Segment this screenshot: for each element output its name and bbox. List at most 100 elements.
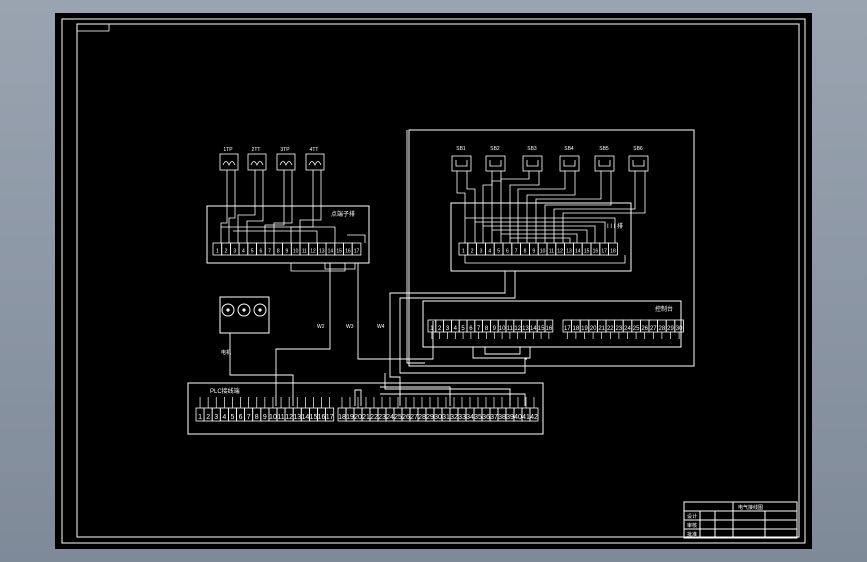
title-block: 电气接线图 设计 审核 批准 bbox=[683, 501, 798, 539]
switch-icon bbox=[559, 155, 580, 172]
terminal-a-number: 15 bbox=[336, 249, 342, 255]
terminal-c-number: 13 bbox=[522, 326, 529, 332]
terminal-b-cell bbox=[608, 242, 618, 256]
switch-icon bbox=[628, 155, 649, 172]
title-block-row-3: 批准 bbox=[687, 531, 697, 538]
terminal-block-d-label: PLC接线端 bbox=[210, 387, 240, 395]
wire bbox=[264, 170, 285, 243]
switch-icon bbox=[485, 155, 506, 172]
terminal-d-number: 37 bbox=[490, 414, 498, 421]
terminal-c-number: 11 bbox=[507, 326, 514, 332]
terminal-d-number: 22 bbox=[370, 414, 378, 421]
motor-label: 电机 bbox=[221, 349, 231, 356]
terminal-d-number: 12 bbox=[285, 414, 293, 421]
outer-border bbox=[61, 18, 806, 544]
terminal-d-number: 21 bbox=[362, 414, 370, 421]
control-panel-box bbox=[408, 129, 695, 367]
switch-contact-icon bbox=[632, 160, 645, 167]
wires-a bbox=[220, 170, 366, 272]
terminal-d-number: 25 bbox=[394, 414, 402, 421]
terminal-block-a-label: 点端子排 bbox=[331, 210, 355, 218]
terminal-a-number: 3 bbox=[233, 249, 236, 255]
lamp-label: 3TP bbox=[280, 147, 290, 153]
wire bbox=[562, 171, 646, 243]
interconnect-wires bbox=[229, 130, 531, 406]
terminal-c-number: 16 bbox=[546, 326, 553, 332]
wire bbox=[517, 171, 566, 243]
terminal-b-number: 13 bbox=[566, 249, 572, 255]
lamp-symbol-icon bbox=[250, 161, 264, 167]
terminal-b-number: 2 bbox=[471, 249, 474, 255]
terminal-a-cell bbox=[351, 242, 362, 256]
title-block-row-1: 设计 bbox=[687, 513, 697, 520]
terminal-a-number: 12 bbox=[310, 249, 316, 255]
terminal-d-number: 5 bbox=[230, 414, 234, 421]
terminal-d-number: 9 bbox=[263, 414, 267, 421]
terminal-d-number: 33 bbox=[458, 414, 466, 421]
wire bbox=[510, 237, 571, 243]
wire bbox=[482, 171, 493, 243]
terminal-d-number: 15 bbox=[310, 414, 318, 421]
terminal-a-number: 9 bbox=[286, 249, 289, 255]
cable-label-w3: W3 bbox=[346, 324, 354, 330]
lamp-symbol-icon bbox=[308, 161, 322, 167]
terminal-b-number: 18 bbox=[610, 249, 616, 255]
wire bbox=[246, 170, 264, 243]
terminal-b-number: 1 bbox=[462, 249, 465, 255]
terminal-block-c-box bbox=[422, 300, 682, 348]
terminal-c-number: 15 bbox=[538, 326, 545, 332]
terminal-d-number: 41 bbox=[522, 414, 530, 421]
terminal-d-number: 8 bbox=[255, 414, 259, 421]
wire bbox=[220, 170, 228, 243]
terminal-d-number: 38 bbox=[498, 414, 506, 421]
wire bbox=[500, 171, 530, 243]
lamp-symbol-icon bbox=[279, 161, 293, 167]
switch-contact-icon bbox=[598, 160, 611, 167]
terminal-d-number: 32 bbox=[450, 414, 458, 421]
wire bbox=[221, 226, 336, 243]
switch-label: SB4 bbox=[564, 146, 574, 152]
terminal-d-number: 28 bbox=[418, 414, 426, 421]
lamp-icon bbox=[305, 153, 325, 171]
terminal-b-number: 3 bbox=[480, 249, 483, 255]
terminal-c-number: 9 bbox=[493, 326, 497, 332]
switch-contact-icon bbox=[455, 160, 468, 167]
terminal-c-number: 20 bbox=[590, 326, 597, 332]
terminal-c-number: 22 bbox=[607, 326, 614, 332]
terminal-b-number: 12 bbox=[557, 249, 563, 255]
terminal-a-number: 7 bbox=[268, 249, 271, 255]
lamp-icon bbox=[219, 153, 239, 171]
terminal-a-number: 6 bbox=[259, 249, 262, 255]
terminal-c-number: 5 bbox=[461, 326, 465, 332]
cable-label-w4: W4 bbox=[377, 324, 385, 330]
wire bbox=[466, 171, 476, 243]
switch-label: SB2 bbox=[490, 146, 500, 152]
terminal-b-number: 4 bbox=[488, 249, 491, 255]
wire bbox=[273, 170, 293, 243]
terminal-d-number: 31 bbox=[442, 414, 450, 421]
terminal-c-number: 12 bbox=[514, 326, 521, 332]
inner-border bbox=[76, 23, 800, 538]
wire bbox=[491, 171, 502, 243]
terminal-a-number: 4 bbox=[242, 249, 245, 255]
switch-label: SB6 bbox=[633, 146, 643, 152]
terminal-b-number: 7 bbox=[515, 249, 518, 255]
terminal-d-number: 29 bbox=[426, 414, 434, 421]
lamp-label: 1TP bbox=[223, 147, 233, 153]
switch-contact-icon bbox=[563, 160, 576, 167]
terminal-d-number: 36 bbox=[482, 414, 490, 421]
terminal-a-number: 13 bbox=[319, 249, 325, 255]
wire bbox=[509, 171, 540, 243]
switch-label: SB1 bbox=[456, 146, 466, 152]
terminal-d-number: 7 bbox=[247, 414, 251, 421]
terminal-d-number: 23 bbox=[378, 414, 386, 421]
terminal-d-number: 19 bbox=[346, 414, 354, 421]
terminal-d-number: 40 bbox=[514, 414, 522, 421]
terminal-c-number: 24 bbox=[624, 326, 631, 332]
wire bbox=[553, 171, 636, 243]
terminal-d-number: 13 bbox=[293, 414, 301, 421]
terminal-c-number: 30 bbox=[676, 326, 683, 332]
terminal-a-number: 2 bbox=[225, 249, 228, 255]
